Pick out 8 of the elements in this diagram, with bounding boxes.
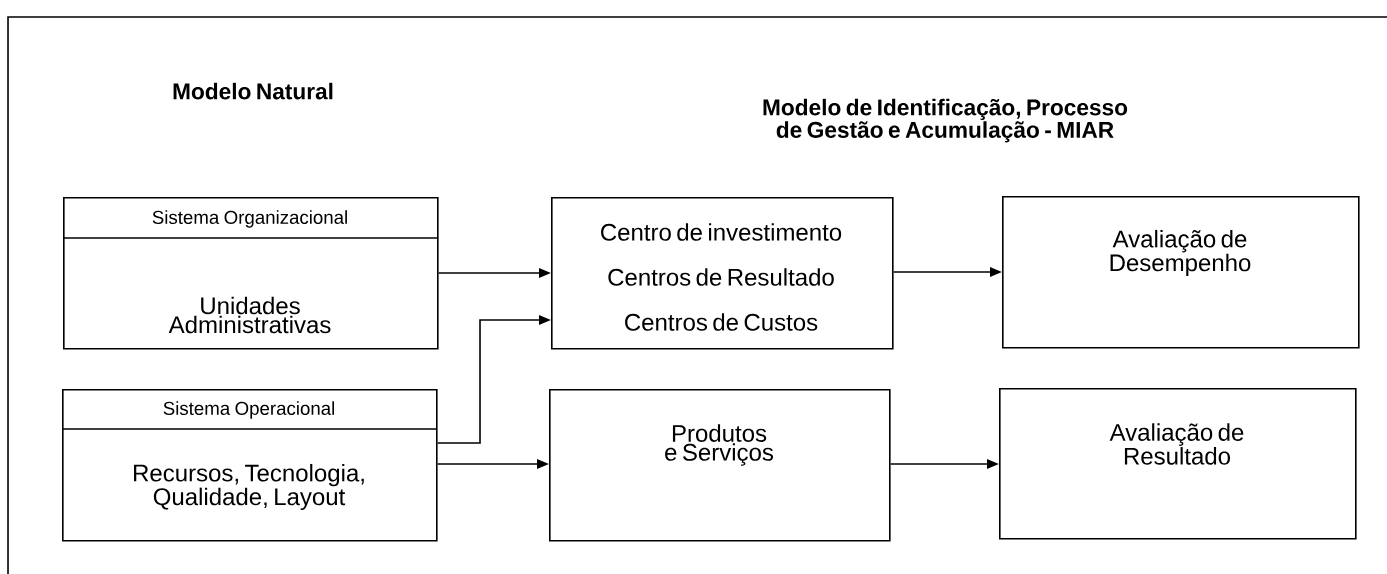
process-box: Avaliação de Resultado xyxy=(999,388,1357,540)
heading: Modelo Natural xyxy=(173,82,333,100)
titled-box: Sistema Organizacional Unidades Administrativas xyxy=(62,197,439,350)
titled-box: Sistema Operacional Recursos, Tecnologia, Qualidade, Layout xyxy=(61,389,438,542)
process-box: Avaliação de Desempenho xyxy=(1002,196,1360,349)
process-box: Produtos e Serviços xyxy=(549,389,891,542)
heading: Modelo de Identificação, Processo de Gestão e Acumulação - MIAR xyxy=(763,98,1128,143)
process-box: Centro de investimento Centros de Resultado Centros de Custos xyxy=(551,197,894,350)
